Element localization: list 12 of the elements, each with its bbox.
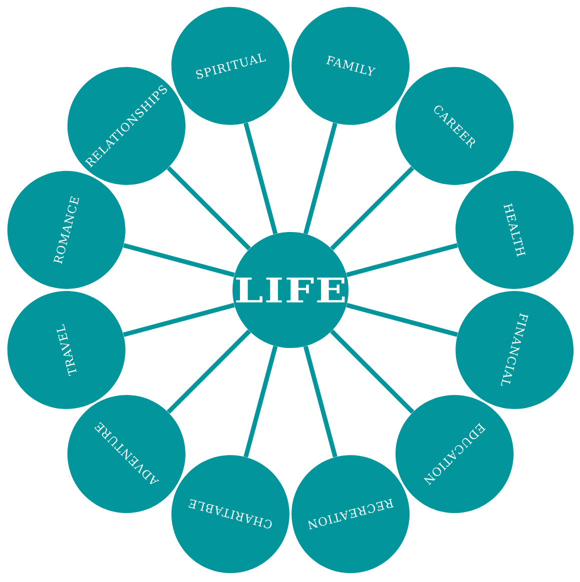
connector-line <box>303 122 338 234</box>
connector-line <box>244 122 278 234</box>
connector-line <box>166 330 251 414</box>
connector-line <box>303 346 338 458</box>
connector-line <box>166 166 251 250</box>
connector-line <box>123 243 235 278</box>
connector-line <box>330 166 414 250</box>
connector-line <box>123 302 235 337</box>
connector-line <box>330 330 414 414</box>
connector-line <box>346 243 458 278</box>
connector-line <box>244 346 278 458</box>
connector-line <box>346 302 458 337</box>
